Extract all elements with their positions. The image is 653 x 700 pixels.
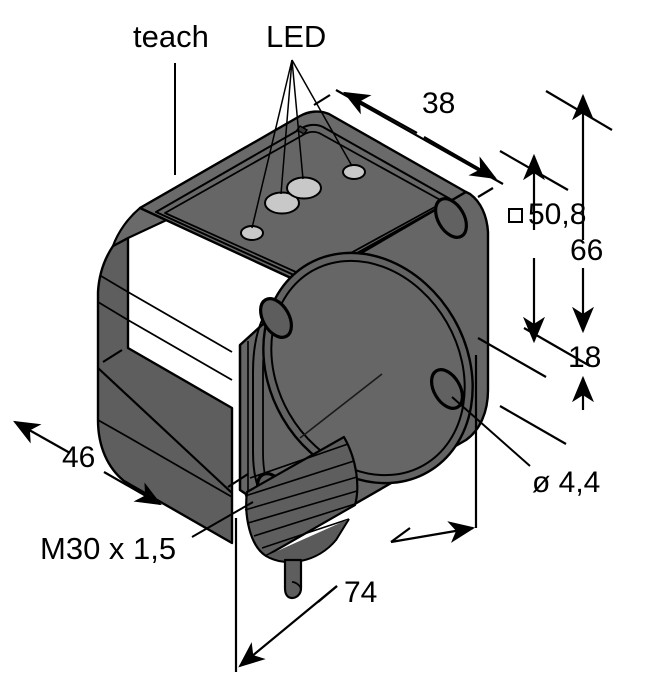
dim46-arrow-left [13, 420, 71, 454]
cable-tip [291, 581, 302, 591]
dim46-arrow-right [103, 471, 162, 506]
sensor-body [96, 110, 490, 600]
dimension-508 [477, 150, 569, 378]
dimension-18-text: 18 [568, 341, 602, 374]
dim18-ext-bottom [499, 405, 567, 445]
body-left-face [96, 236, 234, 545]
led-leader-4 [291, 59, 353, 167]
thread-turn-4 [247, 490, 358, 524]
thread-label: M30 x 1,5 [40, 531, 177, 566]
hole-diameter-label: ø 4,4 [532, 466, 601, 499]
dim74-lead-left [317, 585, 338, 603]
led-leader-3 [291, 59, 304, 180]
dim38-arrow-right [423, 136, 497, 180]
led-indicator-2 [264, 191, 300, 215]
led-leader-1 [251, 59, 293, 229]
mounting-hole-top-right [434, 197, 468, 239]
mounting-hole-top-left [259, 297, 293, 339]
threaded-barrel [245, 435, 359, 558]
dimension-74-text: 74 [344, 576, 378, 609]
dimension-66 [523, 90, 613, 367]
dim74-arrow-right [390, 521, 476, 544]
thread-turn-3 [244, 476, 358, 511]
thread-turn-1 [249, 443, 349, 479]
thread-leader-line [191, 501, 254, 538]
dim46-ext-bottom [227, 473, 249, 488]
led-indicator-3 [286, 176, 322, 200]
dim38-ext-right [477, 187, 494, 198]
dim74-lead-right [390, 527, 411, 543]
dimension-38 [313, 89, 504, 198]
lens-inner-ring [270, 259, 466, 477]
led-leader-2 [280, 59, 293, 195]
dim66-ext-top [545, 90, 613, 131]
thread-turn-5 [253, 503, 356, 537]
dimension-46-text: 46 [62, 441, 96, 474]
hole-diameter-leader-line [451, 396, 531, 467]
dim38-ext-left [313, 94, 331, 106]
dimension-46 [13, 349, 249, 506]
dimension-66-text: 66 [570, 234, 604, 267]
dimension-74 [234, 355, 478, 672]
thread-turn-2 [244, 460, 355, 497]
square-symbol-icon [508, 208, 523, 223]
teach-label: teach [133, 19, 209, 54]
leader-lines [174, 59, 531, 538]
thread-turn-6 [261, 518, 350, 549]
thread-barrel-bottom [265, 518, 350, 563]
dim508-ext-bottom [477, 337, 547, 378]
lens-highlight [299, 373, 383, 439]
dimension-508-value: 50,8 [528, 198, 587, 231]
side-ridge-3 [97, 419, 233, 498]
dim66-ext-bottom [523, 327, 591, 367]
dimension-508-text: 50,8 [508, 200, 586, 230]
dimension-38-text: 38 [422, 87, 456, 120]
dimension-18 [499, 375, 594, 445]
dim46-line [97, 367, 233, 494]
led-indicator-4 [342, 164, 366, 180]
dim46-ext-top [102, 349, 123, 363]
cable-stub [283, 558, 303, 600]
led-indicator-1 [240, 225, 264, 241]
led-label: LED [266, 19, 327, 54]
dim38-arrow-left [343, 91, 418, 134]
